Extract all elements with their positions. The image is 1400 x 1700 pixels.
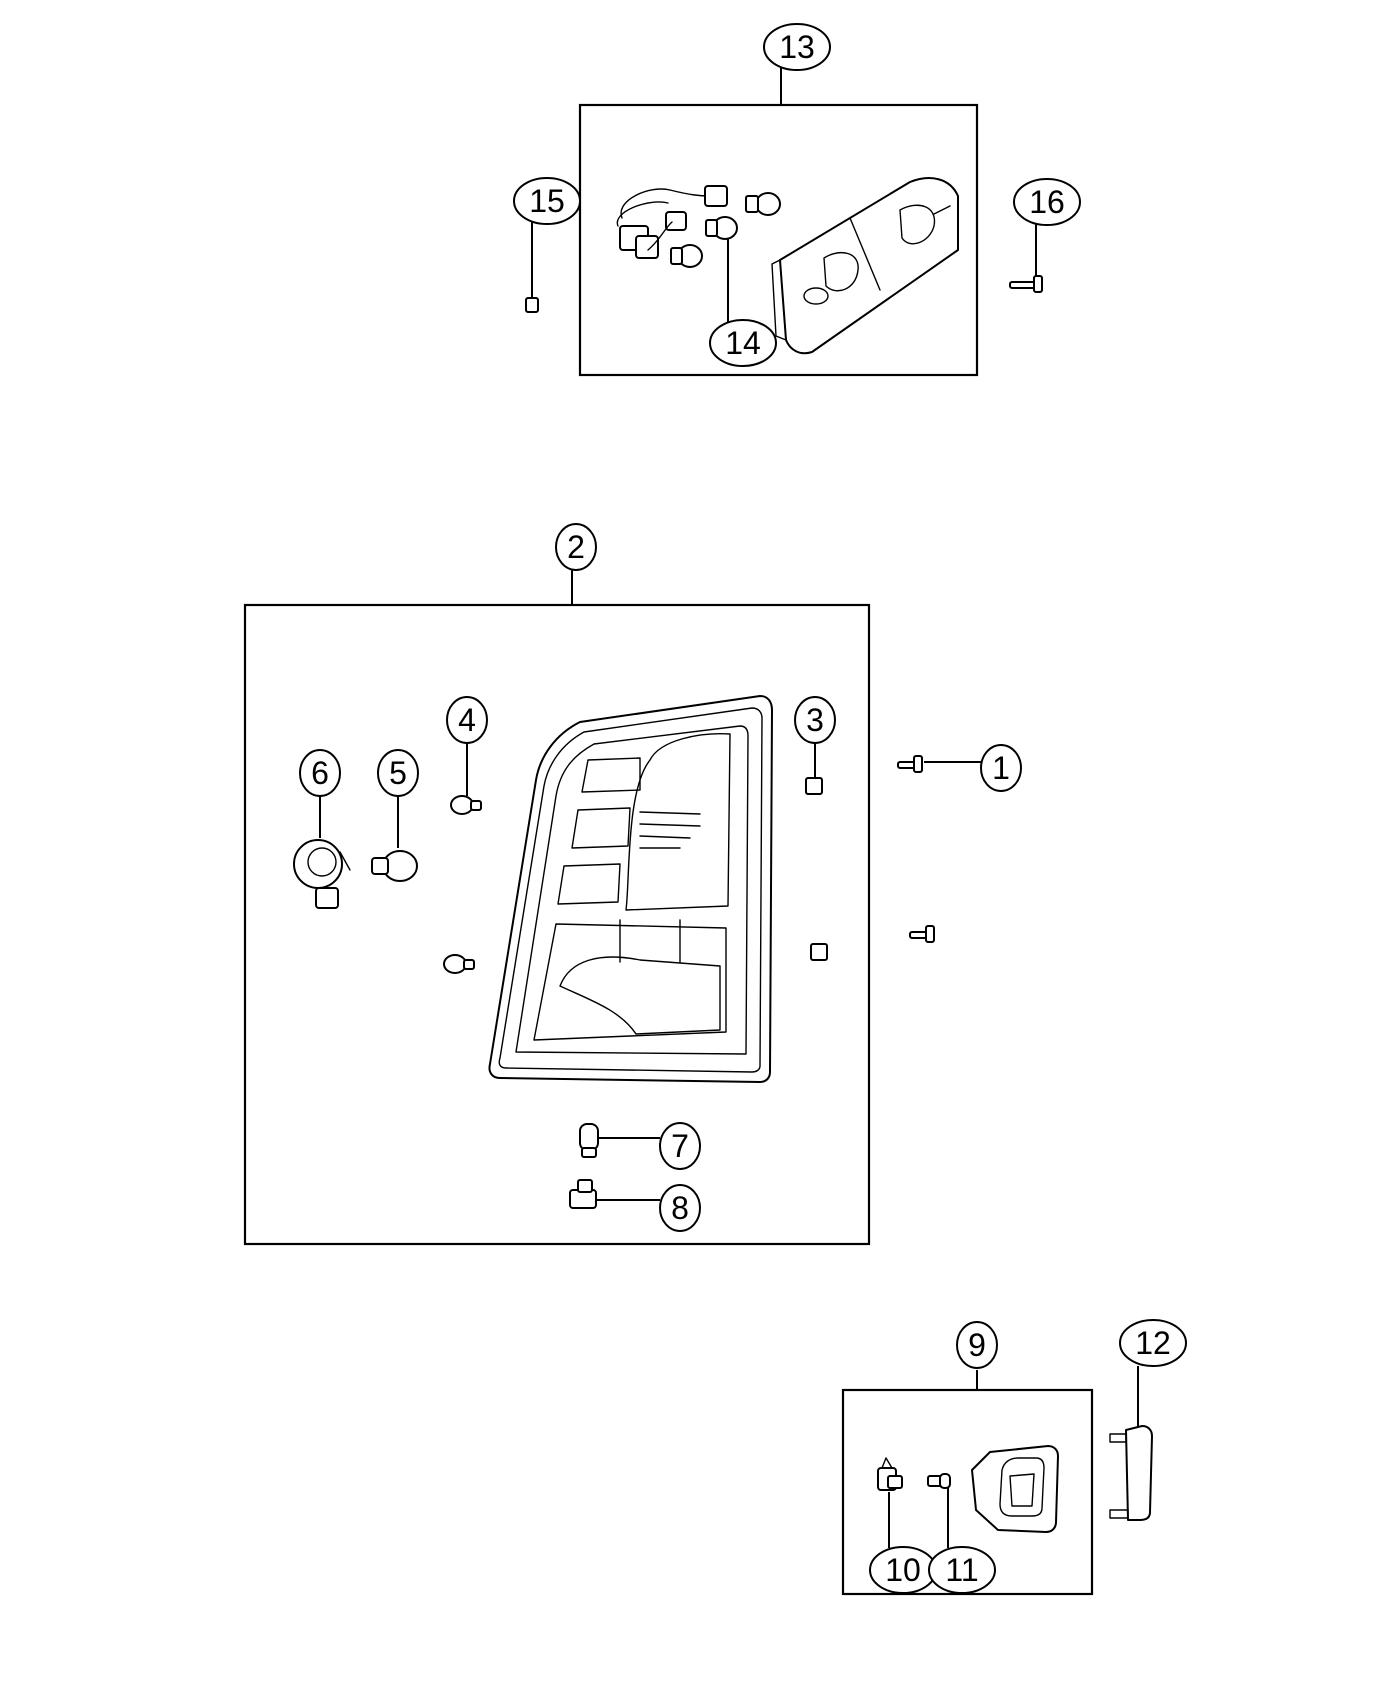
callout-16[interactable]: 16 [1029,184,1065,220]
screw-1b-part [909,925,935,943]
callout-2[interactable]: 2 [567,529,585,565]
callout-16-bubble[interactable] [1013,178,1081,226]
socket-8-part [569,1179,597,1209]
callout-8[interactable]: 8 [671,1190,689,1226]
assembly-9-group: 9 10 11 [841,1321,1094,1596]
callout-13-bubble[interactable] [763,23,831,71]
nut-3b-part [810,943,828,961]
callout-12-bubble[interactable] [1119,1319,1187,1367]
callout-14-bubble[interactable] [709,319,777,367]
assembly-13-group: 13 14 [578,23,979,377]
callout-6[interactable]: 6 [311,755,329,791]
clip-15-group: 15 [513,177,581,313]
callout-8-bubble[interactable] [659,1184,701,1232]
bulbs-14-part [670,192,781,268]
callout-11-bubble[interactable] [928,1546,996,1594]
bulb-7-part [579,1123,599,1158]
bulb-5-part [371,850,418,882]
callout-4[interactable]: 4 [458,702,476,738]
callout-9[interactable]: 9 [968,1327,986,1363]
callout-7-bubble[interactable] [659,1122,701,1170]
screw-16-group: 16 [1009,178,1081,293]
license-lamp-housing-part [971,1445,1059,1533]
callout-13[interactable]: 13 [779,29,815,65]
tail-lamp-part [488,695,773,1083]
callout-1[interactable]: 1 [992,750,1010,786]
callout-1-bubble[interactable] [980,744,1022,792]
fastener-4-part [450,795,482,815]
socket-6-part [293,839,351,909]
screw-16-part [1009,275,1043,293]
callout-11[interactable]: 11 [945,1552,978,1588]
callout-15-bubble[interactable] [513,177,581,225]
bracket-12-group: 12 [1109,1319,1187,1521]
callout-14[interactable]: 14 [725,325,761,361]
bulb-11-part [927,1473,951,1489]
nut-3-part [805,777,823,795]
socket-10-part [877,1457,903,1491]
bracket-12-part [1109,1425,1153,1521]
wiring-harness-part [616,185,728,259]
callout-12[interactable]: 12 [1135,1325,1171,1361]
callout-15[interactable]: 15 [529,183,565,219]
callout-3[interactable]: 3 [806,702,824,738]
clip-15-part [525,297,539,313]
callout-2-bubble[interactable] [555,523,597,571]
fastener-4b-part [443,954,475,974]
callout-9-bubble[interactable] [956,1321,998,1369]
callout-10[interactable]: 10 [885,1552,921,1588]
callout-7[interactable]: 7 [671,1128,689,1164]
assembly-2-group: 2 3 4 [243,523,1022,1246]
screw-1-part [897,755,923,773]
callout-5[interactable]: 5 [389,755,407,791]
cargo-lamp-housing-part [771,177,959,355]
